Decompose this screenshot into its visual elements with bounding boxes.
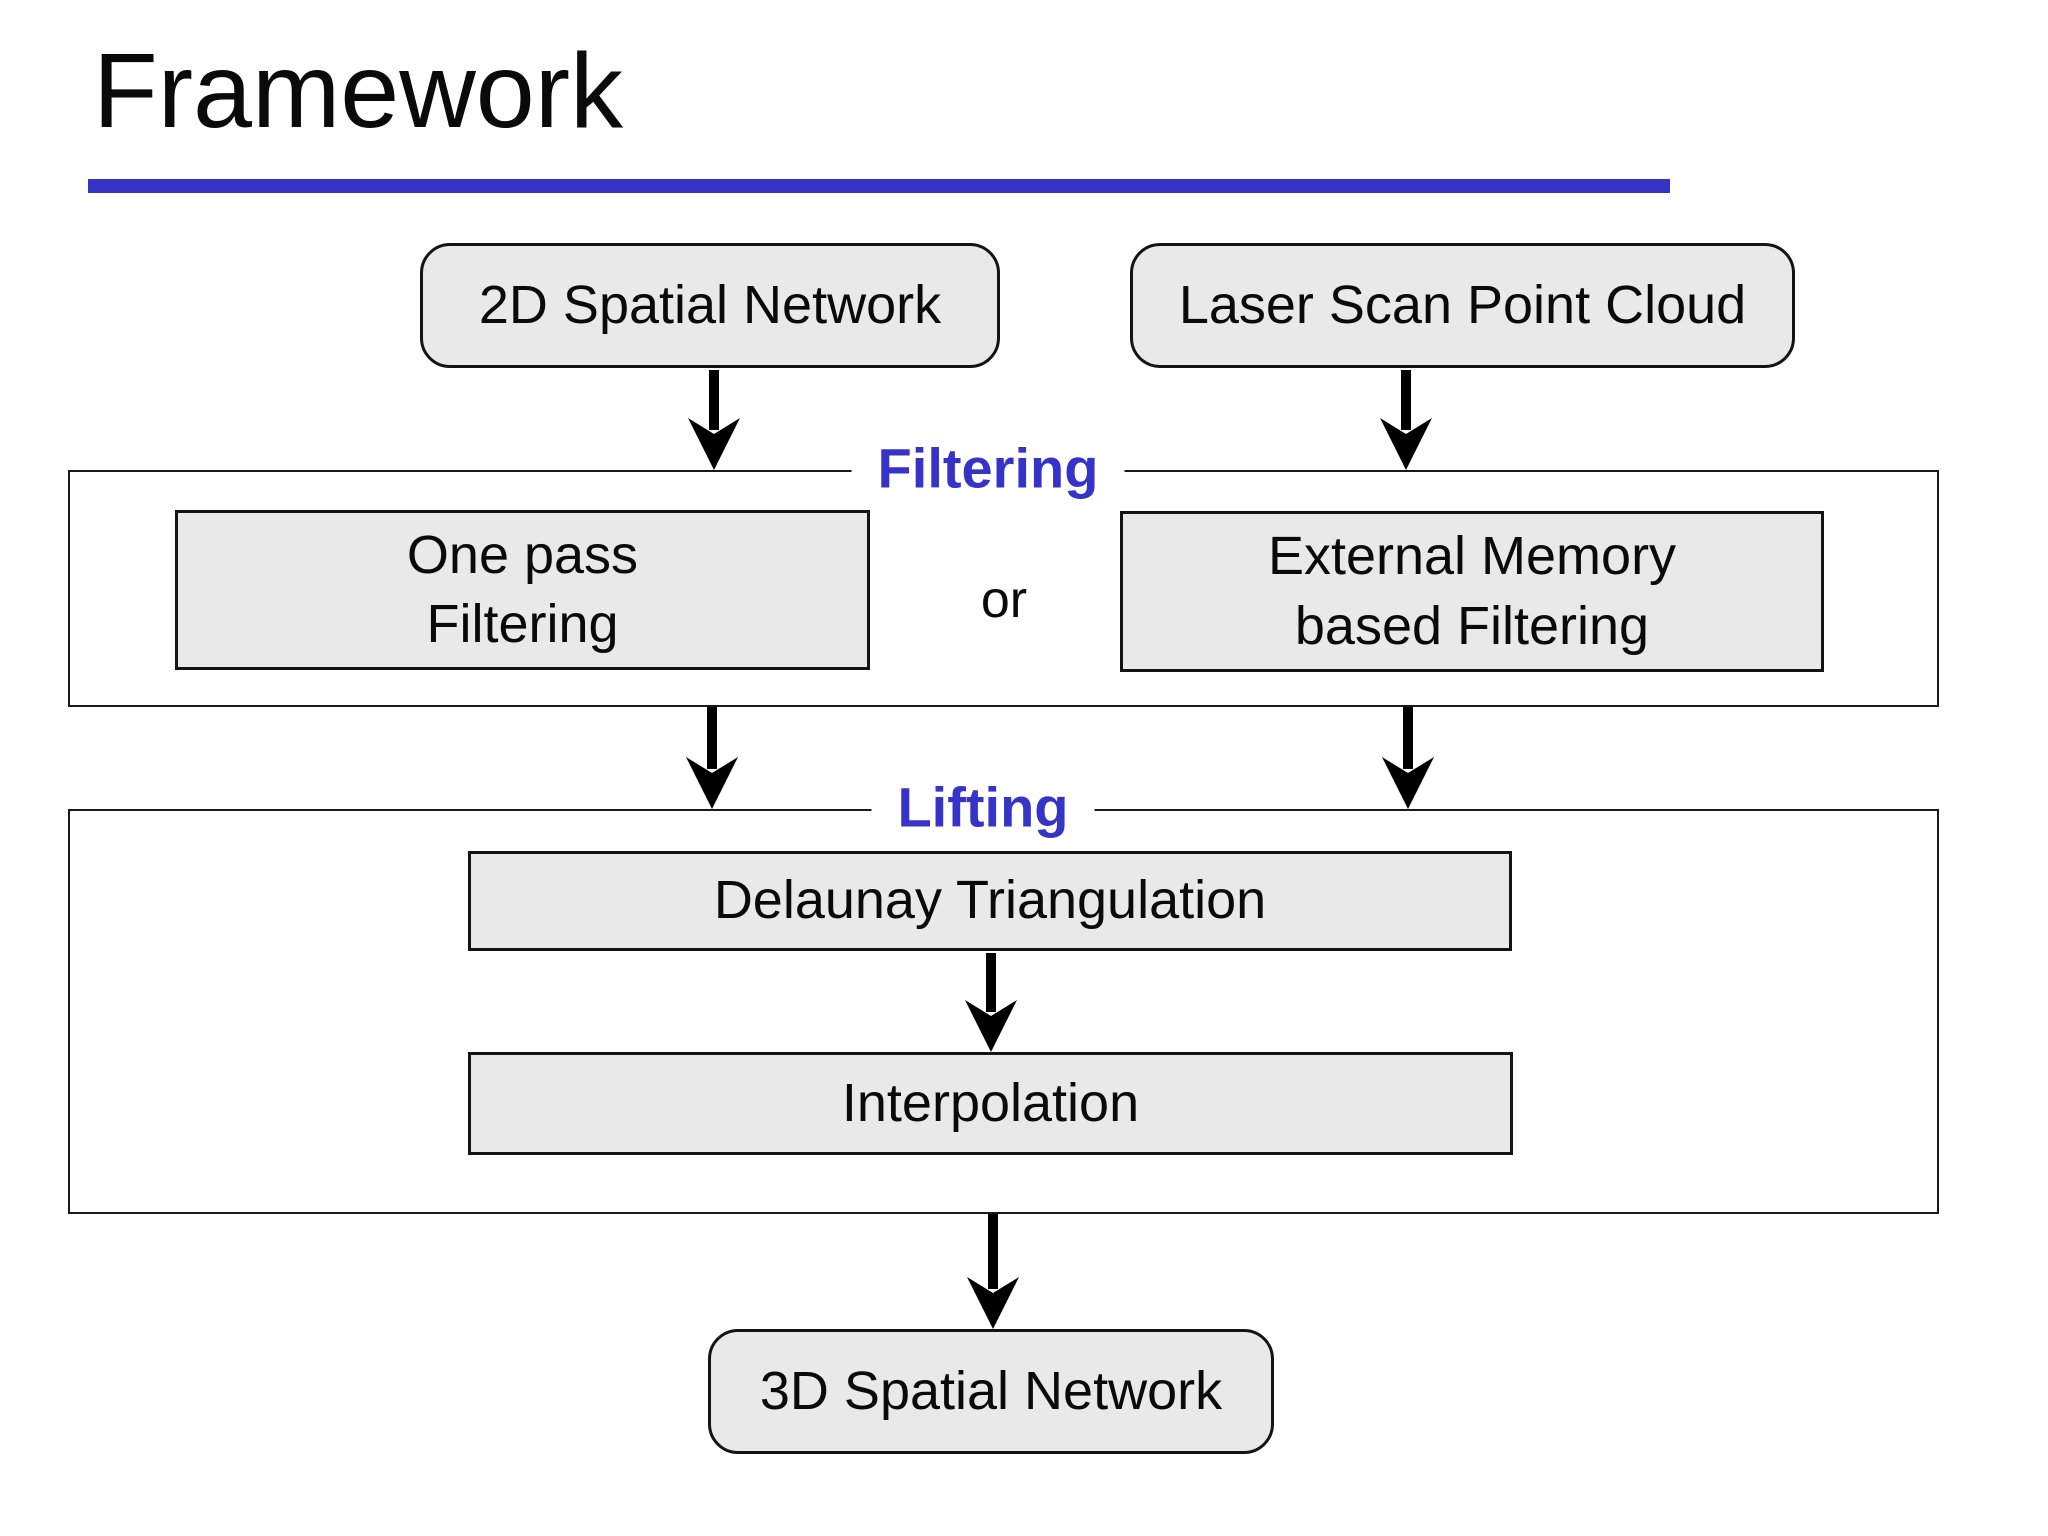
- node-laser-scan-point-cloud-label: Laser Scan Point Cloud: [1178, 274, 1747, 335]
- filtering-section-label: Filtering: [851, 435, 1125, 501]
- node-one-pass-filtering-line2: Filtering: [426, 594, 619, 654]
- node-external-memory-filtering-line2: based Filtering: [1294, 595, 1650, 656]
- arrow-laser-to-filtering: [1380, 370, 1432, 470]
- node-3d-spatial-network: 3D Spatial Network: [708, 1329, 1274, 1454]
- arrow-2d-to-filtering: [688, 370, 740, 470]
- node-interpolation-label: Interpolation: [841, 1072, 1140, 1133]
- node-external-memory-filtering: External Memory based Filtering: [1120, 511, 1824, 672]
- title-underline: [88, 179, 1670, 193]
- node-one-pass-filtering-line1: One pass: [406, 524, 639, 585]
- lifting-section-label: Lifting: [871, 774, 1095, 840]
- node-delaunay-triangulation-label: Delaunay Triangulation: [713, 870, 1267, 931]
- node-external-memory-filtering-line1: External Memory: [1267, 526, 1677, 587]
- or-operator-label: or: [980, 571, 1028, 629]
- arrow-filtering-left-to-lifting: [686, 707, 738, 809]
- arrow-filtering-right-to-lifting: [1382, 707, 1434, 809]
- node-2d-spatial-network: 2D Spatial Network: [420, 243, 1000, 368]
- node-delaunay-triangulation: Delaunay Triangulation: [468, 851, 1512, 951]
- node-3d-spatial-network-label: 3D Spatial Network: [759, 1360, 1223, 1421]
- node-interpolation: Interpolation: [468, 1052, 1513, 1155]
- node-laser-scan-point-cloud: Laser Scan Point Cloud: [1130, 243, 1795, 368]
- node-2d-spatial-network-label: 2D Spatial Network: [478, 274, 942, 335]
- node-one-pass-filtering: One pass Filtering: [175, 510, 870, 670]
- arrow-lifting-to-3d: [967, 1214, 1019, 1329]
- page-title: Framework: [93, 32, 624, 150]
